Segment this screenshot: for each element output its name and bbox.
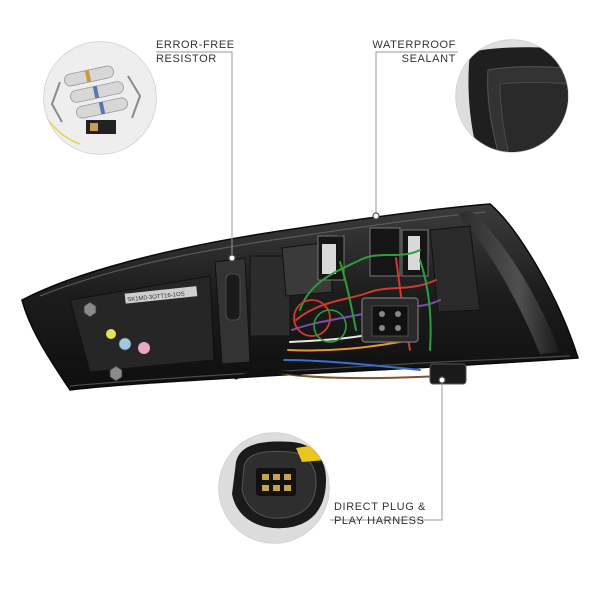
- sealant-label-line1: WATERPROOF: [372, 39, 456, 51]
- sealant-label-line2: SEALANT: [401, 53, 456, 65]
- resistor-label-line1: ERROR-FREE: [156, 39, 235, 51]
- sealant-detail-circle: [455, 39, 569, 153]
- callout-leader-lines: [156, 51, 458, 521]
- harness-label-line1: DIRECT PLUG &: [334, 501, 426, 513]
- resistor-callout-label: ERROR-FREE RESISTOR: [156, 38, 235, 66]
- socket-board-text: SPYDER: [338, 234, 344, 259]
- resistor-component: [50, 65, 142, 123]
- bulb-sockets: SPYDER: [317, 225, 481, 313]
- callout-anchor-dots: [228, 212, 446, 384]
- harness-label-line2: PLAY HARNESS: [334, 515, 425, 527]
- part-number-label: SK1M0-3OTT16-1OS: [127, 291, 185, 303]
- mounting-plate: SK1M0-3OTT16-1OS: [69, 275, 215, 382]
- harness-callout-label: DIRECT PLUG & PLAY HARNESS: [334, 500, 426, 528]
- harness-plug-detail-circle: [218, 432, 330, 544]
- sealant-callout-label: WATERPROOF SEALANT: [348, 38, 456, 66]
- resistor-label-line2: RESISTOR: [156, 53, 217, 65]
- resistor-detail-circle: [43, 41, 157, 155]
